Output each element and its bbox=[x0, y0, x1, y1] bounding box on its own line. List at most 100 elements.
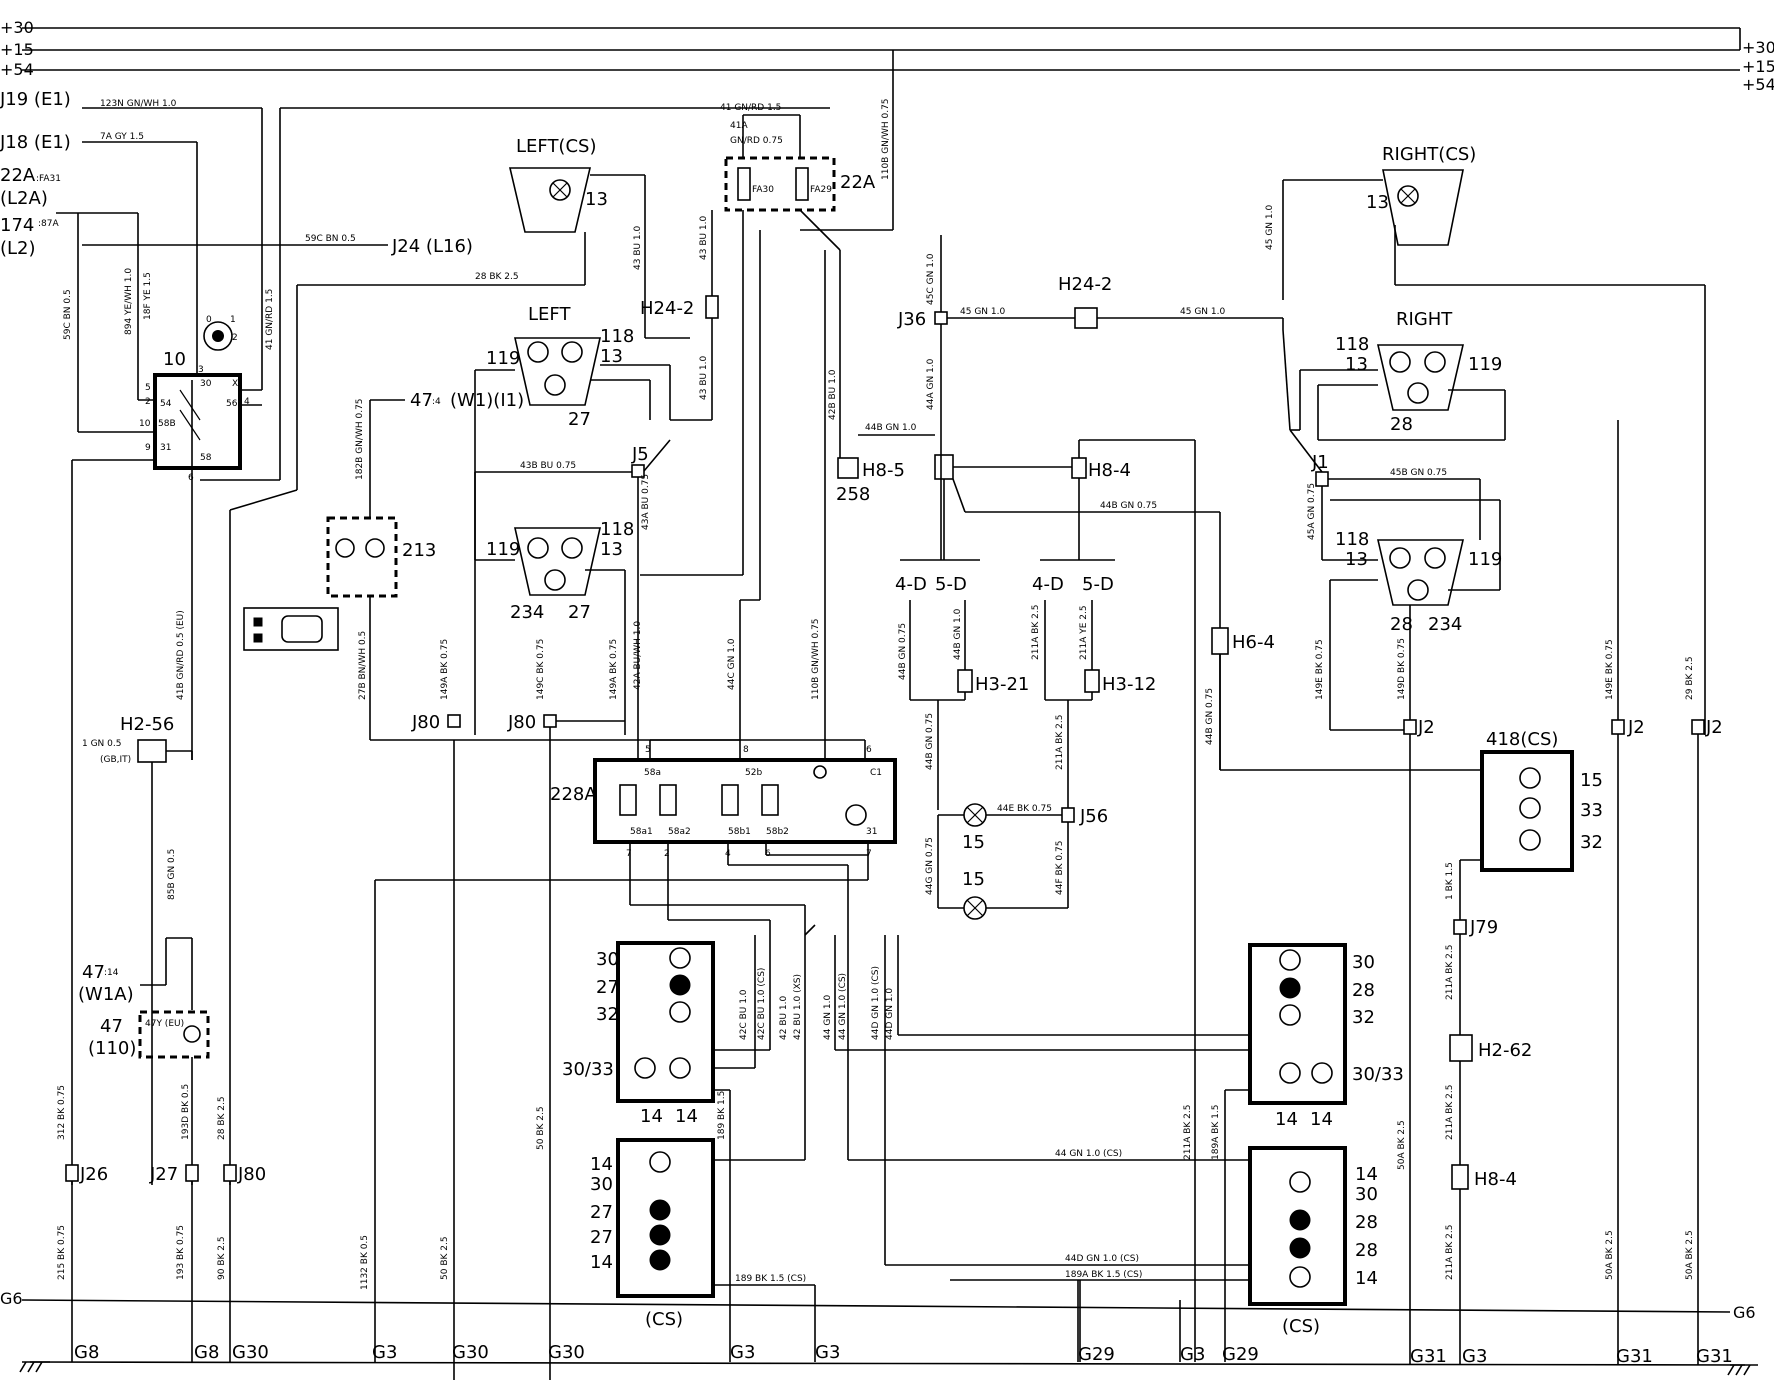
left-lower-119: 119 bbox=[486, 539, 520, 560]
left-lower-27: 27 bbox=[568, 602, 591, 623]
connector-47-w1a: 47 :14 (W1A) bbox=[78, 937, 193, 1010]
ground-g8-a: G8 bbox=[74, 1342, 99, 1363]
c47-pin-label: :4 bbox=[432, 397, 441, 407]
j36-label: J36 bbox=[897, 309, 926, 330]
w189a-label: 189A BK 1.5 bbox=[1211, 1105, 1221, 1160]
left-bus-wires bbox=[71, 107, 830, 1185]
connector-j36: J36 45 GN 1.0 45C GN 1.0 44A GN 1.0 bbox=[897, 235, 1075, 455]
m-58a: 58a bbox=[644, 768, 661, 778]
rl-27: 27 bbox=[596, 977, 619, 998]
fuse-fa29: FA29 bbox=[810, 185, 832, 195]
right-label: RIGHT bbox=[1396, 309, 1453, 330]
c174-label: 174 bbox=[0, 215, 34, 236]
rear-lamp-left: 30 27 32 30/33 14 14 42C BU 1.0 42C BU 1… bbox=[562, 920, 771, 1160]
w1a-label: (W1A) bbox=[78, 984, 134, 1005]
w44b-gn-label: 44B GN 0.75 bbox=[1100, 501, 1157, 511]
w59c-label: 59C BN 0.5 bbox=[63, 289, 73, 340]
front-lamp-left-upper: LEFT 118 119 13 27 bbox=[474, 304, 671, 735]
w50a-label: 50A BK 2.5 bbox=[1397, 1120, 1407, 1170]
right-cs-13: 13 bbox=[1366, 192, 1389, 213]
sw-pin-4: 4 bbox=[244, 397, 250, 407]
m-bot-7b: 7 bbox=[866, 849, 872, 859]
right-13: 13 bbox=[1345, 354, 1368, 375]
m-58a1: 58a1 bbox=[630, 827, 653, 837]
right-lower-234: 234 bbox=[1428, 614, 1462, 635]
h3-12-label: H3-12 bbox=[1102, 674, 1156, 695]
w90-label: 90 BK 2.5 bbox=[217, 1236, 227, 1280]
rear-lamp-right: 30 28 32 30/33 14 14 189A BK 1.5 211A BK… bbox=[1183, 943, 1404, 1362]
sw-pin-54: 54 bbox=[160, 399, 172, 409]
w42bu2-label: 42 BU 1.0 bbox=[779, 995, 789, 1040]
right-119: 119 bbox=[1468, 354, 1502, 375]
m-pin-6: 6 bbox=[866, 745, 872, 755]
left-lower-13: 13 bbox=[600, 539, 623, 560]
w44dcs-label: 44D GN 1.0 (CS) bbox=[1065, 1254, 1139, 1264]
d5-right-label: 5-D bbox=[1082, 574, 1114, 595]
m-bot-2: 2 bbox=[664, 849, 670, 859]
m-52b: 52b bbox=[745, 768, 762, 778]
left-118: 118 bbox=[600, 326, 634, 347]
power-rails: +30 +15 +54 +30 +15 +54 G6 G6 bbox=[0, 18, 1774, 1376]
w44d2-label: 44D GN 1.0 bbox=[885, 988, 895, 1040]
d4-left-label: 4-D bbox=[895, 574, 927, 595]
l2-label: (L2) bbox=[0, 238, 36, 259]
left-27: 27 bbox=[568, 409, 591, 430]
rrc-14b: 14 bbox=[1355, 1268, 1378, 1289]
connector-h8-5: H8-5 258 42B BU 1.0 44B GN 1.0 bbox=[828, 250, 935, 505]
m-58b1: 58b1 bbox=[728, 827, 751, 837]
w29-label: 29 BK 2.5 bbox=[1685, 656, 1695, 700]
module-228a-id: 228A bbox=[550, 784, 597, 805]
left-lower-234: 234 bbox=[510, 602, 544, 623]
c213-label: 213 bbox=[402, 540, 436, 561]
w1gn-label: 1 GN 0.5 bbox=[82, 739, 121, 749]
w44b-10-label: 44B GN 1.0 bbox=[865, 423, 917, 433]
ground-g31-a: G31 bbox=[1410, 1346, 1447, 1367]
rr-32: 32 bbox=[1352, 1007, 1375, 1028]
connector-j80-a: J80 149A BK 0.75 bbox=[411, 639, 461, 1380]
left-cs-label: LEFT(CS) bbox=[516, 136, 596, 157]
headlamp-right-cs: RIGHT(CS) 13 45 GN 1.0 bbox=[1265, 144, 1706, 735]
w41-fuse-label: 41 GN/RD 1.5 bbox=[720, 103, 781, 113]
connector-j80-b: J80 149C BK 0.75 149A BK 0.75 bbox=[507, 639, 625, 1380]
gb-it-label: (GB,IT) bbox=[100, 755, 131, 765]
ground-g31-c: G31 bbox=[1696, 1346, 1733, 1367]
connector-j80-c: J80 28 BK 2.5 90 BK 2.5 bbox=[217, 1096, 266, 1362]
left-13: 13 bbox=[600, 346, 623, 367]
h2-62-label: H2-62 bbox=[1478, 1040, 1532, 1061]
c47-14-pin: :14 bbox=[104, 968, 119, 978]
rail-30-right: +30 bbox=[1742, 38, 1774, 57]
rr-28: 28 bbox=[1352, 980, 1375, 1001]
w193d-label: 193D BK 0.5 bbox=[181, 1084, 191, 1140]
w182b-label: 182B GN/WH 0.75 bbox=[355, 398, 365, 480]
ground-g3-e: G3 bbox=[1462, 1346, 1487, 1367]
l2a-label: (L2A) bbox=[0, 188, 48, 209]
right-cs-label: RIGHT(CS) bbox=[1382, 144, 1476, 165]
plate-32: 32 bbox=[1580, 832, 1603, 853]
w18f-label: 18F YE 1.5 bbox=[143, 272, 153, 320]
ground-labels: G8 G8 G30 G3 G30 G30 G3 G3 G29 G3 G29 G3… bbox=[74, 1280, 1733, 1367]
connector-47-w1: 47 :4 (W1)(I1) 182B GN/WH 0.75 bbox=[355, 390, 524, 518]
ground-g30-c: G30 bbox=[548, 1342, 585, 1363]
sw-pin-9: 9 bbox=[145, 443, 151, 453]
j24-label: J24 (L16) bbox=[391, 236, 473, 257]
sw-pos-1: 1 bbox=[230, 315, 236, 325]
h24-2-right-label: H24-2 bbox=[1058, 274, 1112, 295]
sw-pin-56: 56 bbox=[226, 399, 238, 409]
h8-4b-label: H8-4 bbox=[1474, 1169, 1517, 1190]
sw-pin-x: X bbox=[232, 379, 238, 389]
w149d-label: 149D BK 0.75 bbox=[1397, 638, 1407, 700]
w44cs-label: 44 GN 1.0 (CS) bbox=[1055, 1149, 1122, 1159]
rr-30: 30 bbox=[1352, 952, 1375, 973]
j2-b-label: J2 bbox=[1627, 717, 1645, 738]
w211aye-label: 211A YE 2.5 bbox=[1079, 605, 1089, 660]
front-lamp-right-upper: RIGHT 118 13 119 28 bbox=[1299, 309, 1506, 441]
m-bot-6: 6 bbox=[765, 849, 771, 859]
rrc-28a: 28 bbox=[1355, 1212, 1378, 1233]
w149e2-label: 149E BK 0.75 bbox=[1605, 639, 1615, 700]
rear-lamp-right-cs: 14 30 28 28 14 (CS) bbox=[1248, 1146, 1378, 1337]
lamps-15-pair: 15 15 44E BK 0.75 J56 44G GN 0.75 44F BK… bbox=[925, 803, 1108, 920]
lamp-15-b: 15 bbox=[962, 869, 985, 890]
h2-56-label: H2-56 bbox=[120, 714, 174, 735]
w41-switch-label: 41 GN/RD 1.5 bbox=[265, 289, 275, 350]
w41a-2-label: GN/RD 0.75 bbox=[730, 136, 783, 146]
